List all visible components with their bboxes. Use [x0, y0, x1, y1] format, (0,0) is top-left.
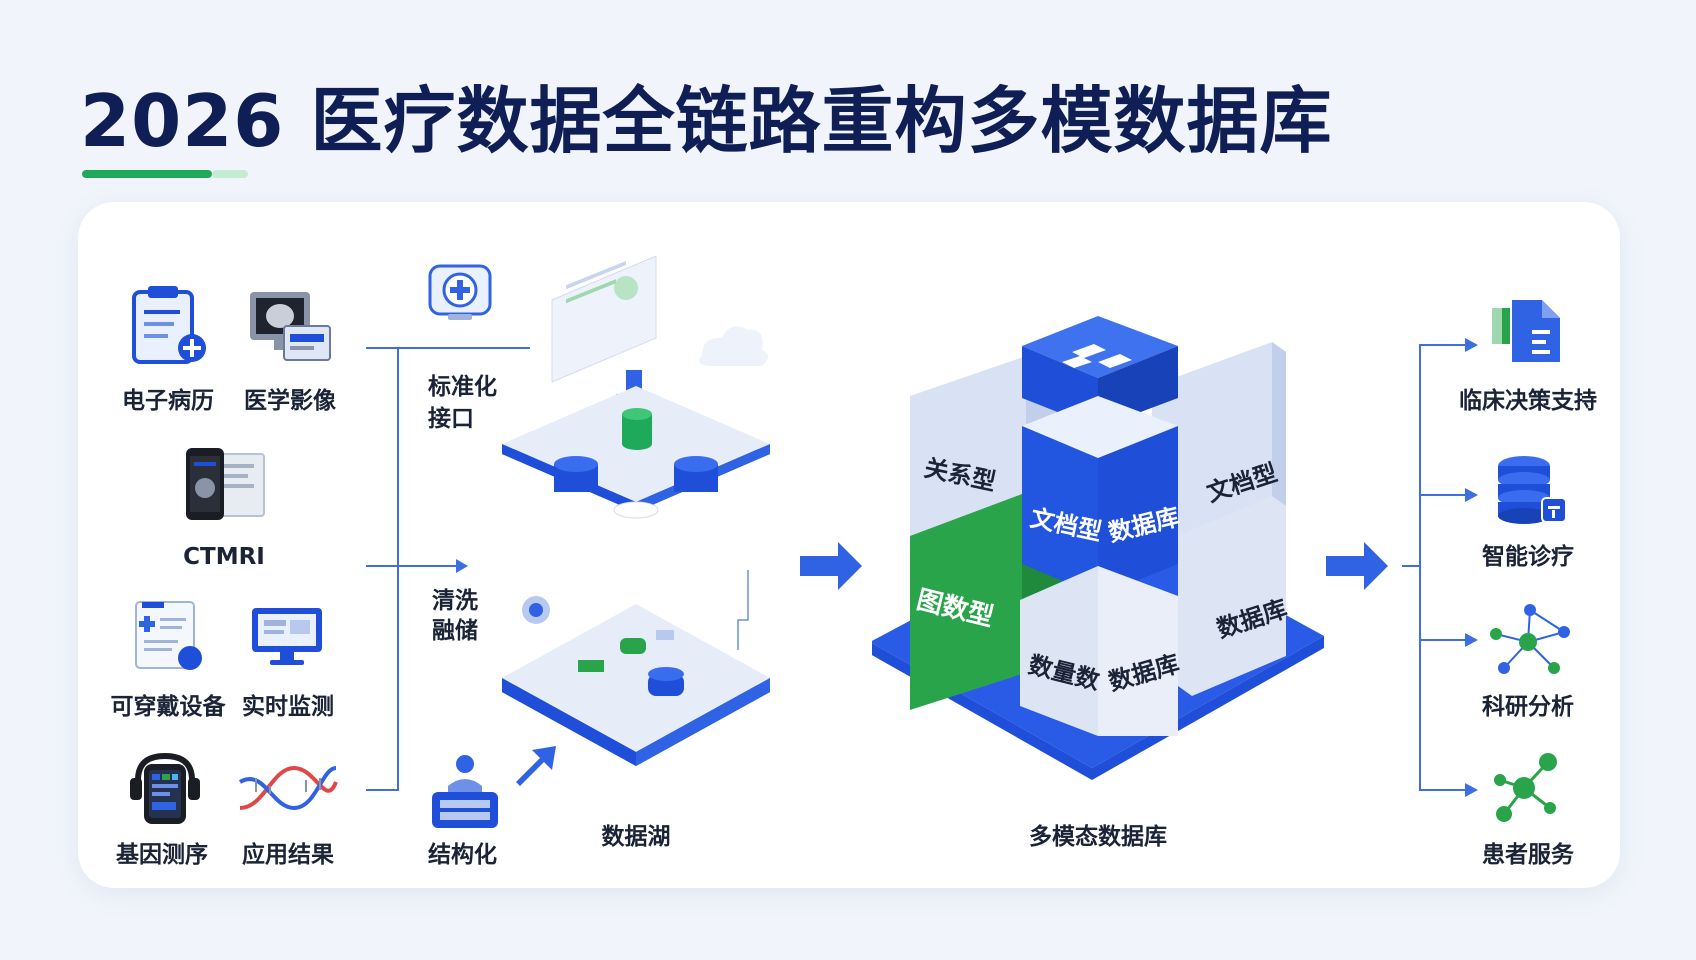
cube-database-right [1178, 496, 1286, 696]
step-standard-line1: 标准化 [428, 374, 497, 400]
data-lake-label: 数据湖 [601, 824, 671, 850]
upper-platform [502, 386, 770, 519]
source-label-ctmri: CTMRI [183, 544, 265, 570]
medical-monitor-icon [250, 292, 331, 361]
title-underline-accent [212, 170, 248, 178]
output-label-diagnosis: 智能诊疗 [1482, 544, 1574, 570]
title-underline [82, 170, 212, 178]
cube-document-front [1022, 396, 1178, 596]
molecule-icon [1494, 753, 1557, 822]
lower-platform [502, 596, 770, 766]
network-icon [1490, 604, 1570, 674]
dashboard-panel [551, 255, 657, 383]
step-clean-line2: 融储 [432, 618, 478, 644]
dna-icon [238, 765, 338, 811]
source-label-gene: 基因测序 [116, 842, 208, 868]
monitor-icon [252, 608, 322, 665]
source-label-results: 应用结果 [242, 842, 334, 868]
step-structure: 结构化 [428, 842, 497, 868]
person-at-desk-icon [432, 755, 498, 828]
medical-kit-icon [428, 264, 492, 320]
data-lake-illustration [502, 255, 770, 766]
page-title: 2026 医疗数据全链路重构多模数据库 [80, 79, 1333, 163]
clipboard-icon [132, 286, 206, 364]
diagram-card [78, 202, 1620, 888]
step-standard-line2: 接口 [428, 406, 474, 432]
output-label-research: 科研分析 [1482, 694, 1574, 720]
multimodel-label: 多模态数据库 [1029, 824, 1167, 850]
multimodel-cube-stack [872, 316, 1324, 780]
grid-icon [1062, 344, 1132, 368]
source-label-wearable: 可穿戴设备 [110, 694, 226, 720]
output-label-patient: 患者服务 [1482, 842, 1574, 868]
medical-form-icon [135, 601, 202, 670]
source-label-emr: 电子病历 [122, 388, 214, 414]
source-label-imaging: 医学影像 [244, 388, 336, 414]
phone-scan-icon [186, 448, 265, 520]
arrow-to-outputs [1326, 542, 1388, 590]
database-icon [1498, 456, 1567, 524]
cube-vector [1020, 566, 1178, 736]
arrow-up-right-icon [516, 746, 556, 786]
output-label-clinical: 临床决策支持 [1459, 388, 1597, 414]
arrow-to-multimodel [800, 542, 862, 590]
source-label-monitor: 实时监测 [242, 694, 334, 720]
smartwatch-icon [130, 752, 200, 824]
step-clean-line1: 清洗 [432, 588, 478, 614]
document-icon [1492, 300, 1560, 362]
